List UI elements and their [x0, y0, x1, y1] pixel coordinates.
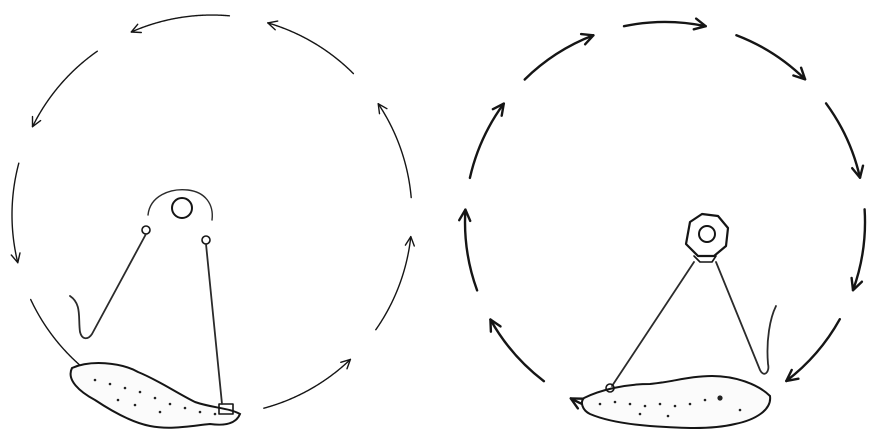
right-tether-left: [612, 262, 694, 386]
right-arrow-arc: [470, 104, 504, 178]
right-arrow-arc: [826, 103, 860, 177]
left-arrow-arc: [131, 15, 229, 32]
left-arrow-arc: [378, 104, 411, 198]
right-hub-node: [686, 214, 728, 262]
left-tether-left: [70, 234, 146, 338]
left-arrow-arc: [33, 51, 98, 127]
left-arrow-arc: [268, 23, 354, 74]
right-arrow-arc: [786, 319, 840, 381]
right-arrow-arc: [490, 320, 544, 382]
left-hub-node: [142, 190, 212, 244]
right-arrow-arc: [853, 209, 865, 290]
left-cycle-panel: [11, 15, 414, 428]
right-circular-arrows: [459, 19, 865, 426]
left-organism-body: [71, 363, 240, 428]
left-arrow-arc: [264, 359, 351, 408]
left-tether-right: [206, 244, 222, 404]
left-arrow-head: [378, 104, 387, 114]
right-arrow-arc: [525, 35, 594, 79]
left-arrow-arc: [376, 237, 411, 330]
right-arrow-arc: [624, 22, 706, 26]
right-arrow-arc: [736, 35, 805, 79]
right-tether-right: [716, 262, 776, 374]
left-arrow-arc: [12, 163, 19, 263]
right-cycle-panel: [459, 19, 865, 428]
